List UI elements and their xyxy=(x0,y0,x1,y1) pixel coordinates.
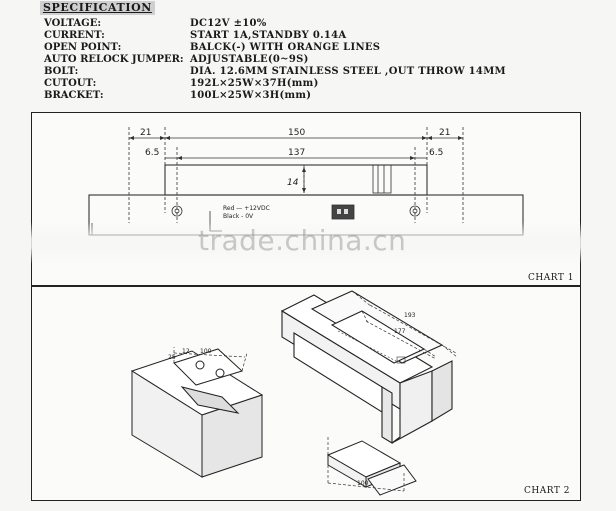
spec-value: START 1A,STANDBY 0.14A xyxy=(190,30,347,41)
dim-inset-left: 6.5 xyxy=(145,148,159,158)
dim-inset-right: 6.5 xyxy=(429,148,443,158)
dim-hole-span: 137 xyxy=(288,148,305,158)
dim-plate-length: 100 xyxy=(357,480,369,487)
dim-small-b: 12 xyxy=(182,348,190,355)
watermark-band xyxy=(0,222,616,264)
dim-overall-left: 21 xyxy=(140,128,151,138)
chart2-label: CHART 2 xyxy=(524,486,570,496)
spec-value: DC12V ±10% xyxy=(190,18,267,29)
spec-label: VOLTAGE: xyxy=(44,18,102,29)
spec-label: CURRENT: xyxy=(44,30,105,41)
spec-title: SPECIFICATION xyxy=(40,1,155,15)
wire-red-label: Red — +12VDC xyxy=(223,205,270,212)
spec-label: CUTOUT: xyxy=(44,78,97,89)
spec-label: BOLT: xyxy=(44,66,79,77)
spec-value: 100L×25W×3H(mm) xyxy=(190,90,312,101)
chart2-drawing: 100 25 12 193 177 xyxy=(130,290,458,496)
spec-label: BRACKET: xyxy=(44,90,104,101)
dim-cutout-inner: 177 xyxy=(394,328,406,335)
chart1-drawing: 21 150 21 6.5 137 6.5 14 Red — +12VDC Bl… xyxy=(88,127,524,236)
dim-overall-right: 21 xyxy=(439,128,450,138)
dim-bracket-length: 100 xyxy=(200,348,212,355)
dim-body-length: 150 xyxy=(288,128,305,138)
spec-label: OPEN POINT: xyxy=(44,42,122,53)
dim-small-a: 25 xyxy=(168,354,176,361)
spec-value: 192L×25W×37H(mm) xyxy=(190,78,319,89)
spec-value: ADJUSTABLE(0~9S) xyxy=(190,54,309,65)
chart2-panel: 100 25 12 193 177 xyxy=(31,286,581,501)
watermark-text: trade.china.cn xyxy=(198,224,407,257)
chart1-label: CHART 1 xyxy=(528,273,574,283)
spec-label: AUTO RELOCK JUMPER: xyxy=(44,54,184,65)
spec-value: DIA. 12.6MM STAINLESS STEEL ,OUT THROW 1… xyxy=(190,66,506,77)
dim-cutout-outer: 193 xyxy=(404,312,416,319)
dim-bolt-throw: 14 xyxy=(287,178,299,188)
wire-black-label: Black - 0V xyxy=(223,213,254,220)
spec-value: BALCK(-) WITH ORANGE LINES xyxy=(190,42,381,53)
